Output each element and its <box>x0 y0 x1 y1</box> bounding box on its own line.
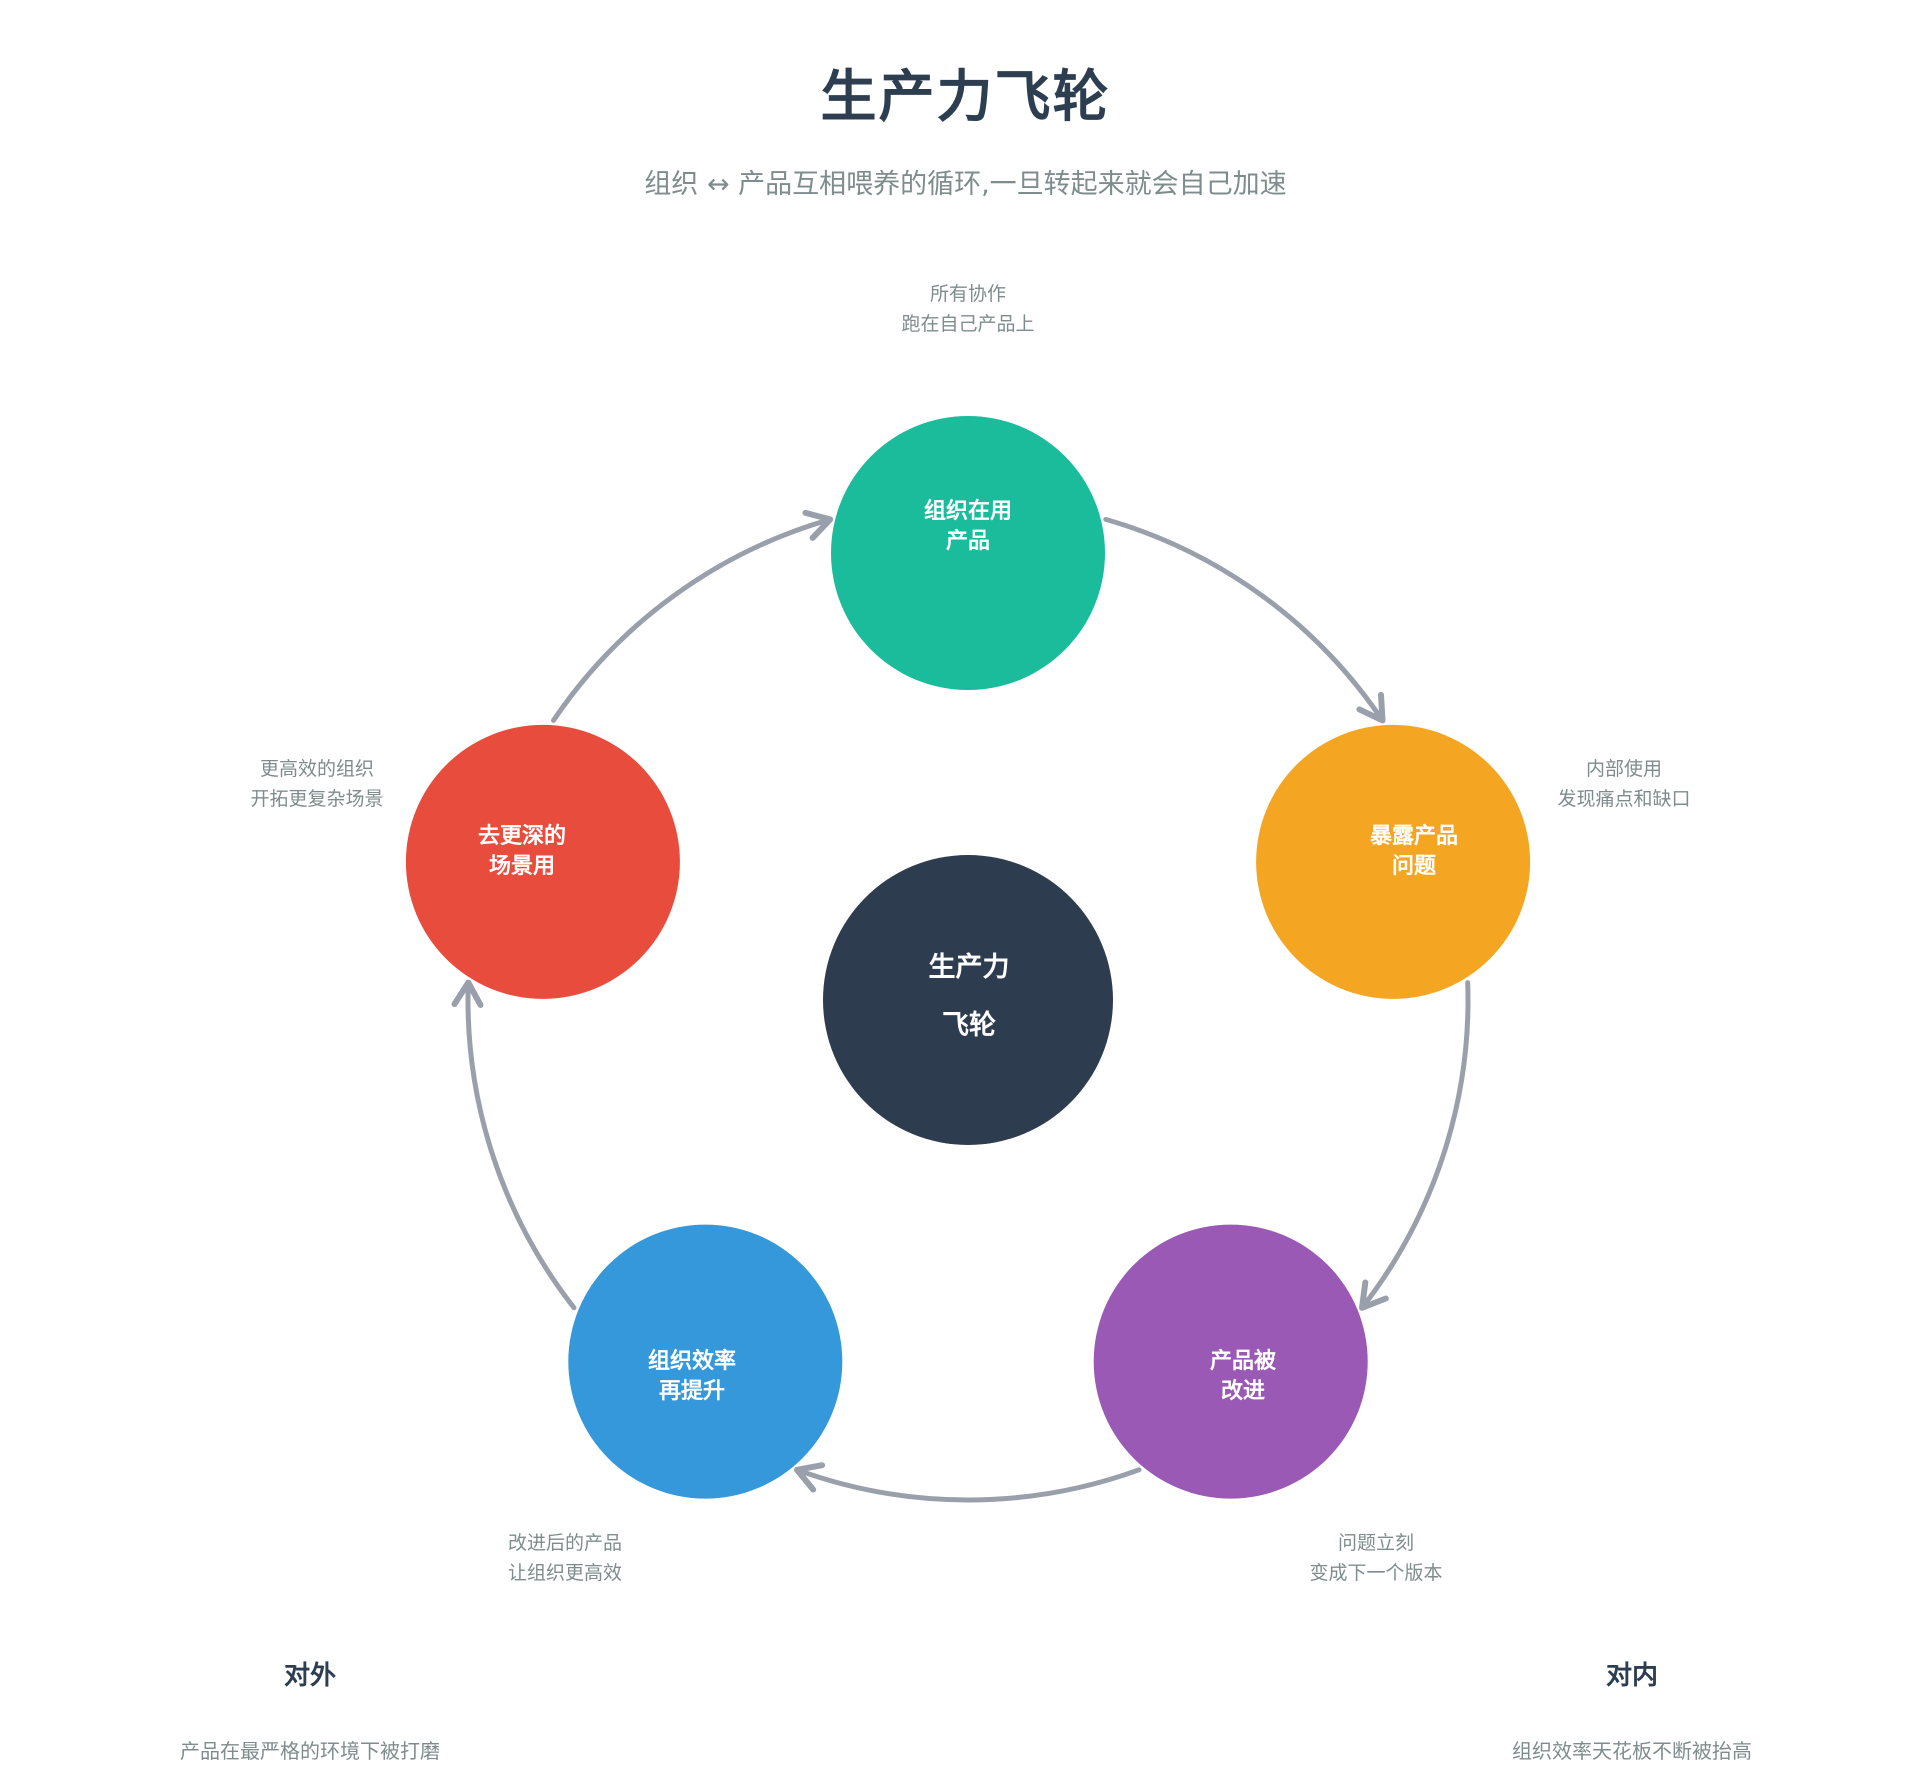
note-expose-problems: 内部使用 发现痛点和缺口 <box>1474 754 1774 814</box>
node-label-use-product: 组织在用 产品 <box>858 497 1078 557</box>
node-label-line2: 再提升 <box>658 1379 725 1404</box>
arrow-4-to-5-head <box>451 979 484 1008</box>
node-label-line2: 改进 <box>1220 1379 1265 1404</box>
note-efficiency-up: 改进后的产品 让组织更高效 <box>415 1528 715 1588</box>
arrow-1-to-2-head <box>1356 691 1386 724</box>
arrow-5-to-1 <box>551 516 833 723</box>
note-line1: 内部使用 <box>1585 758 1662 780</box>
note-line2: 跑在自己产品上 <box>901 313 1035 335</box>
arrow-2-to-3 <box>1359 980 1471 1311</box>
center-circle <box>823 855 1113 1145</box>
node-label-line1: 组织效率 <box>647 1349 736 1374</box>
node-label-efficiency-up: 组织效率 再提升 <box>582 1347 802 1407</box>
page-subtitle: 组织 ↔ 产品互相喂养的循环,一旦转起来就会自己加速 <box>644 169 1287 200</box>
note-line2: 变成下一个版本 <box>1309 1562 1443 1584</box>
note-line2: 发现痛点和缺口 <box>1557 788 1691 810</box>
note-line1: 改进后的产品 <box>507 1532 622 1554</box>
arrow-5-to-1-head <box>802 509 834 541</box>
node-expose-problems-circle <box>1256 724 1531 999</box>
node-product-improved-circle <box>1093 1224 1368 1499</box>
center-label-line1: 生产力 <box>928 952 1010 983</box>
node-label-expose-problems: 暴露产品 问题 <box>1304 822 1524 882</box>
arrow-4-to-5 <box>465 980 577 1311</box>
footer-left-text: 产品在最严格的环境下被打磨 <box>180 1739 440 1763</box>
node-label-line1: 暴露产品 <box>1369 824 1458 849</box>
center-label-line2: 飞轮 <box>942 1010 996 1041</box>
node-label-line2: 场景用 <box>488 854 555 879</box>
node-label-line1: 组织在用 <box>923 499 1012 524</box>
arrow-3-to-4 <box>794 1467 1142 1503</box>
note-line2: 开拓更复杂场景 <box>250 788 384 810</box>
note-line2: 让组织更高效 <box>507 1562 622 1584</box>
note-product-improved: 问题立刻 变成下一个版本 <box>1226 1528 1526 1588</box>
footer-left-heading: 对外 <box>283 1661 336 1691</box>
note-line1: 所有协作 <box>929 283 1006 305</box>
node-label-line2: 产品 <box>945 529 990 554</box>
note-line1: 问题立刻 <box>1337 1532 1414 1554</box>
arrow-2-to-3-head <box>1359 1279 1389 1311</box>
node-deeper-scenarios-circle <box>405 724 680 999</box>
node-use-product-circle <box>831 416 1105 690</box>
node-label-deeper-scenarios: 去更深的 场景用 <box>412 822 632 882</box>
note-use-product: 所有协作 跑在自己产品上 <box>818 279 1118 339</box>
note-line1: 更高效的组织 <box>259 758 374 780</box>
note-deeper-scenarios: 更高效的组织 开拓更复杂场景 <box>167 754 467 814</box>
page-title: 生产力飞轮 <box>820 65 1111 130</box>
footer-right-text: 组织效率天花板不断被抬高 <box>1512 1739 1752 1763</box>
center-label: 生产力 飞轮 <box>839 939 1099 1055</box>
node-efficiency-up-circle <box>568 1224 843 1499</box>
node-label-line2: 问题 <box>1391 854 1436 879</box>
node-label-line1: 去更深的 <box>477 824 566 849</box>
arrow-3-to-4-head <box>794 1462 826 1493</box>
node-label-product-improved: 产品被 改进 <box>1133 1347 1353 1407</box>
arrow-1-to-2 <box>1103 516 1385 723</box>
footer-right-heading: 对内 <box>1605 1661 1658 1691</box>
node-label-line1: 产品被 <box>1209 1349 1276 1374</box>
